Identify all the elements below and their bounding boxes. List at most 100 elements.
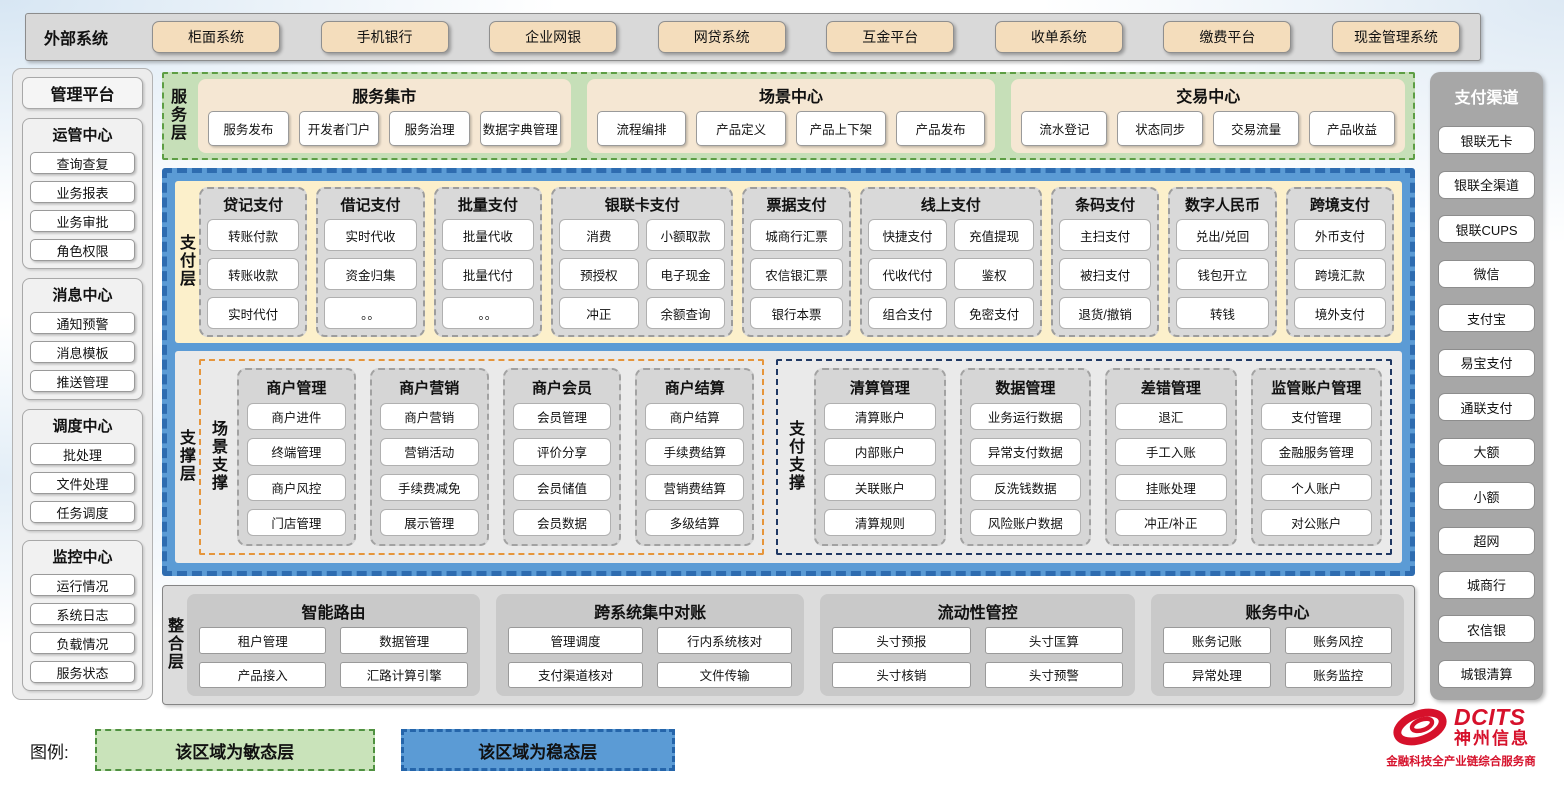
payment-channel-button[interactable]: 银联全渠道 <box>1438 170 1535 199</box>
support-item-button[interactable]: 商户结算 <box>645 403 745 431</box>
integration-item-button[interactable]: 头寸预警 <box>984 661 1124 688</box>
service-item-button[interactable]: 流程编排 <box>596 111 687 146</box>
payment-channel-button[interactable]: 银联CUPS <box>1438 215 1535 244</box>
management-item-button[interactable]: 业务报表 <box>30 181 135 203</box>
management-item-button[interactable]: 负载情况 <box>30 632 135 654</box>
support-item-button[interactable]: 手续费结算 <box>645 438 745 466</box>
payment-item-button[interactable]: 鉴权 <box>954 258 1034 290</box>
payment-item-button[interactable]: 消费 <box>559 219 639 251</box>
external-system-button[interactable]: 网贷系统 <box>657 21 786 53</box>
external-system-button[interactable]: 现金管理系统 <box>1331 21 1460 53</box>
management-item-button[interactable]: 批处理 <box>30 443 135 465</box>
management-item-button[interactable]: 业务审批 <box>30 210 135 232</box>
support-item-button[interactable]: 商户风控 <box>247 473 346 501</box>
payment-channel-button[interactable]: 城商行 <box>1438 570 1535 599</box>
payment-channel-button[interactable]: 城银清算 <box>1438 659 1535 688</box>
payment-item-button[interactable]: 兑出/兑回 <box>1176 219 1269 251</box>
payment-item-button[interactable]: 退货/撤销 <box>1058 297 1152 329</box>
payment-channel-button[interactable]: 超网 <box>1438 526 1535 555</box>
payment-item-button[interactable]: 资金归集 <box>324 258 417 290</box>
payment-channel-button[interactable]: 易宝支付 <box>1438 348 1535 377</box>
payment-item-button[interactable]: 转账付款 <box>207 219 300 251</box>
support-item-button[interactable]: 手工入账 <box>1115 438 1227 466</box>
integration-item-button[interactable]: 租户管理 <box>199 627 327 654</box>
payment-item-button[interactable]: 实时代收 <box>324 219 417 251</box>
integration-item-button[interactable]: 行内系统核对 <box>657 627 793 654</box>
external-system-button[interactable]: 互金平台 <box>826 21 955 53</box>
support-item-button[interactable]: 营销活动 <box>379 438 479 466</box>
payment-item-button[interactable]: 外币支付 <box>1293 219 1387 251</box>
payment-item-button[interactable]: 批量代收 <box>441 219 535 251</box>
integration-item-button[interactable]: 头寸预报 <box>832 627 971 654</box>
management-item-button[interactable]: 任务调度 <box>30 501 135 523</box>
support-item-button[interactable]: 营销费结算 <box>645 473 745 501</box>
management-item-button[interactable]: 运行情况 <box>30 574 135 596</box>
support-item-button[interactable]: 关联账户 <box>824 473 936 501</box>
support-item-button[interactable]: 个人账户 <box>1260 473 1372 501</box>
service-item-button[interactable]: 数据字典管理 <box>479 111 561 146</box>
payment-channel-button[interactable]: 小额 <box>1438 482 1535 511</box>
payment-item-button[interactable]: 银行本票 <box>750 297 843 329</box>
management-item-button[interactable]: 系统日志 <box>30 603 135 625</box>
integration-item-button[interactable]: 产品接入 <box>199 661 327 688</box>
management-item-button[interactable]: 推送管理 <box>30 370 135 392</box>
support-item-button[interactable]: 清算规则 <box>824 508 936 536</box>
payment-item-button[interactable]: 钱包开立 <box>1176 258 1269 290</box>
external-system-button[interactable]: 手机银行 <box>320 21 449 53</box>
payment-item-button[interactable]: 被扫支付 <box>1058 258 1152 290</box>
service-item-button[interactable]: 服务治理 <box>389 111 470 146</box>
management-item-button[interactable]: 查询查复 <box>30 152 135 174</box>
payment-channel-button[interactable]: 农信银 <box>1438 615 1535 644</box>
support-item-button[interactable]: 商户营销 <box>379 403 479 431</box>
support-item-button[interactable]: 金融服务管理 <box>1260 438 1372 466</box>
integration-item-button[interactable]: 账务记账 <box>1163 627 1271 654</box>
service-item-button[interactable]: 产品收益 <box>1309 111 1395 146</box>
support-item-button[interactable]: 清算账户 <box>824 403 936 431</box>
external-system-button[interactable]: 收单系统 <box>994 21 1123 53</box>
support-item-button[interactable]: 商户进件 <box>247 403 346 431</box>
payment-item-button[interactable]: 。。 <box>324 297 417 329</box>
payment-item-button[interactable]: 城商行汇票 <box>750 219 843 251</box>
payment-item-button[interactable]: 农信银汇票 <box>750 258 843 290</box>
support-item-button[interactable]: 门店管理 <box>247 508 346 536</box>
payment-item-button[interactable]: 批量代付 <box>441 258 535 290</box>
support-item-button[interactable]: 冲正/补正 <box>1115 508 1227 536</box>
payment-item-button[interactable]: 实时代付 <box>207 297 300 329</box>
service-item-button[interactable]: 产品上下架 <box>796 111 886 146</box>
payment-item-button[interactable]: 跨境汇款 <box>1293 258 1387 290</box>
payment-item-button[interactable]: 余额查询 <box>645 297 726 329</box>
payment-item-button[interactable]: 预授权 <box>559 258 639 290</box>
payment-channel-button[interactable]: 银联无卡 <box>1438 126 1535 155</box>
service-item-button[interactable]: 流水登记 <box>1021 111 1108 146</box>
payment-item-button[interactable]: 充值提现 <box>954 219 1034 251</box>
management-item-button[interactable]: 通知预警 <box>30 312 135 334</box>
support-item-button[interactable]: 会员管理 <box>512 403 612 431</box>
payment-channel-button[interactable]: 大额 <box>1438 437 1535 466</box>
external-system-button[interactable]: 柜面系统 <box>152 21 280 53</box>
integration-item-button[interactable]: 账务风控 <box>1284 627 1392 654</box>
payment-channel-button[interactable]: 通联支付 <box>1438 393 1535 422</box>
service-item-button[interactable]: 服务发布 <box>208 111 289 146</box>
integration-item-button[interactable]: 支付渠道核对 <box>507 661 644 688</box>
integration-item-button[interactable]: 头寸匡算 <box>984 627 1124 654</box>
payment-item-button[interactable]: 组合支付 <box>867 297 948 329</box>
service-item-button[interactable]: 产品定义 <box>696 111 787 146</box>
service-item-button[interactable]: 交易流量 <box>1213 111 1300 146</box>
payment-item-button[interactable]: 免密支付 <box>954 297 1034 329</box>
payment-item-button[interactable]: 冲正 <box>559 297 639 329</box>
integration-item-button[interactable]: 汇路计算引擎 <box>340 661 468 688</box>
support-item-button[interactable]: 会员储值 <box>512 473 612 501</box>
support-item-button[interactable]: 异常支付数据 <box>969 438 1082 466</box>
service-item-button[interactable]: 状态同步 <box>1117 111 1204 146</box>
support-item-button[interactable]: 展示管理 <box>379 508 479 536</box>
support-item-button[interactable]: 风险账户数据 <box>969 508 1082 536</box>
payment-channel-button[interactable]: 支付宝 <box>1438 304 1535 333</box>
support-item-button[interactable]: 反洗钱数据 <box>969 473 1082 501</box>
external-system-button[interactable]: 企业网银 <box>489 21 618 53</box>
support-item-button[interactable]: 内部账户 <box>824 438 936 466</box>
payment-item-button[interactable]: 小额取款 <box>645 219 726 251</box>
payment-item-button[interactable]: 主扫支付 <box>1058 219 1152 251</box>
payment-item-button[interactable]: 代收代付 <box>867 258 948 290</box>
payment-item-button[interactable]: 快捷支付 <box>867 219 948 251</box>
support-item-button[interactable]: 评价分享 <box>512 438 612 466</box>
